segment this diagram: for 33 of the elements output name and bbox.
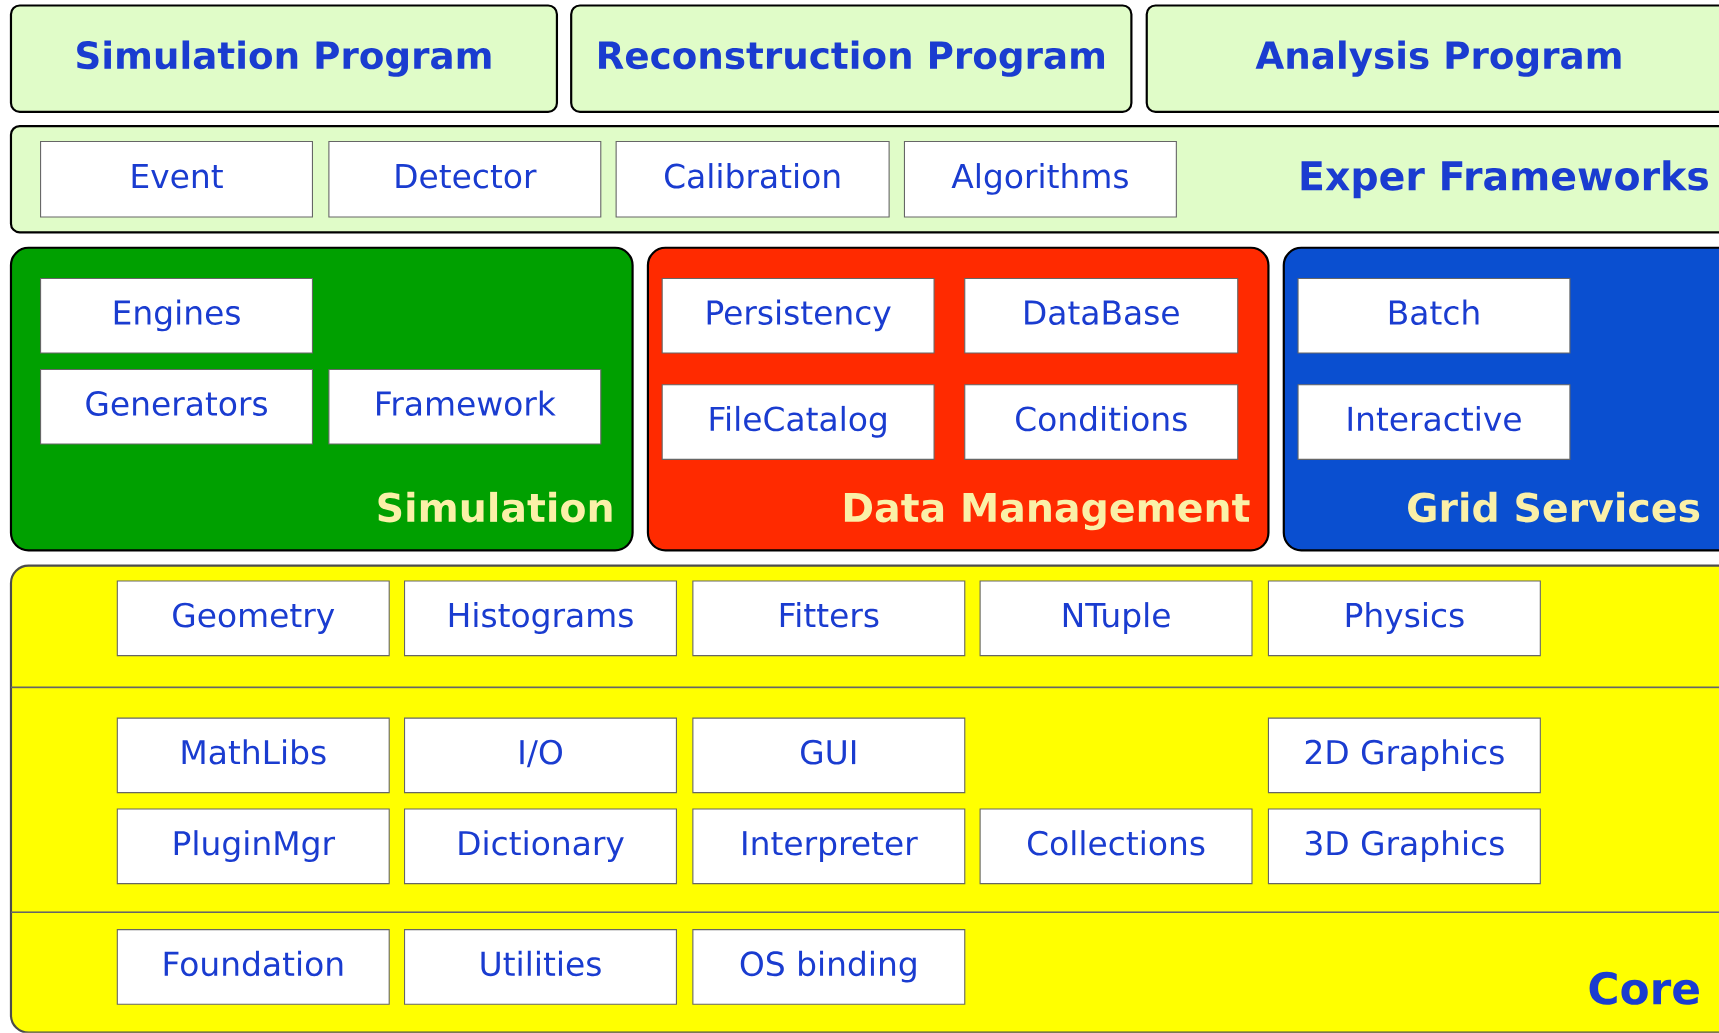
component-box: Persistency: [661, 278, 935, 354]
component-box: Calibration: [615, 141, 890, 218]
program-box: Simulation Program: [9, 4, 559, 114]
component-box: Engines: [40, 278, 313, 354]
component-box: Batch: [1297, 278, 1571, 354]
component-box: Conditions: [964, 384, 1239, 461]
component-box: Generators: [40, 369, 313, 445]
component-box: Interactive: [1297, 384, 1571, 461]
component-box: I/O: [404, 717, 677, 794]
component-box: Detector: [328, 141, 602, 218]
program-box: Reconstruction Program: [570, 4, 1133, 114]
component-box: Utilities: [404, 929, 677, 1005]
component-box: Event: [40, 141, 313, 218]
program-box: Analysis Program: [1145, 4, 1719, 114]
component-box: Fitters: [692, 580, 966, 657]
component-box: Interpreter: [692, 808, 966, 885]
component-box: Foundation: [116, 929, 390, 1005]
component-box: 2D Graphics: [1267, 717, 1541, 794]
component-box: DataBase: [964, 278, 1239, 354]
component-box: Dictionary: [404, 808, 677, 885]
component-box: OS binding: [692, 929, 966, 1005]
component-box: Histograms: [404, 580, 677, 657]
component-box: Collections: [979, 808, 1253, 885]
component-box: Physics: [1267, 580, 1541, 657]
component-box: 3D Graphics: [1267, 808, 1541, 885]
component-box: FileCatalog: [661, 384, 935, 461]
component-box: Geometry: [116, 580, 390, 657]
component-box: PluginMgr: [116, 808, 390, 885]
component-box: Algorithms: [903, 141, 1177, 218]
component-box: GUI: [692, 717, 966, 794]
component-box: NTuple: [979, 580, 1253, 657]
component-box: MathLibs: [116, 717, 390, 794]
component-box: Framework: [328, 369, 602, 445]
